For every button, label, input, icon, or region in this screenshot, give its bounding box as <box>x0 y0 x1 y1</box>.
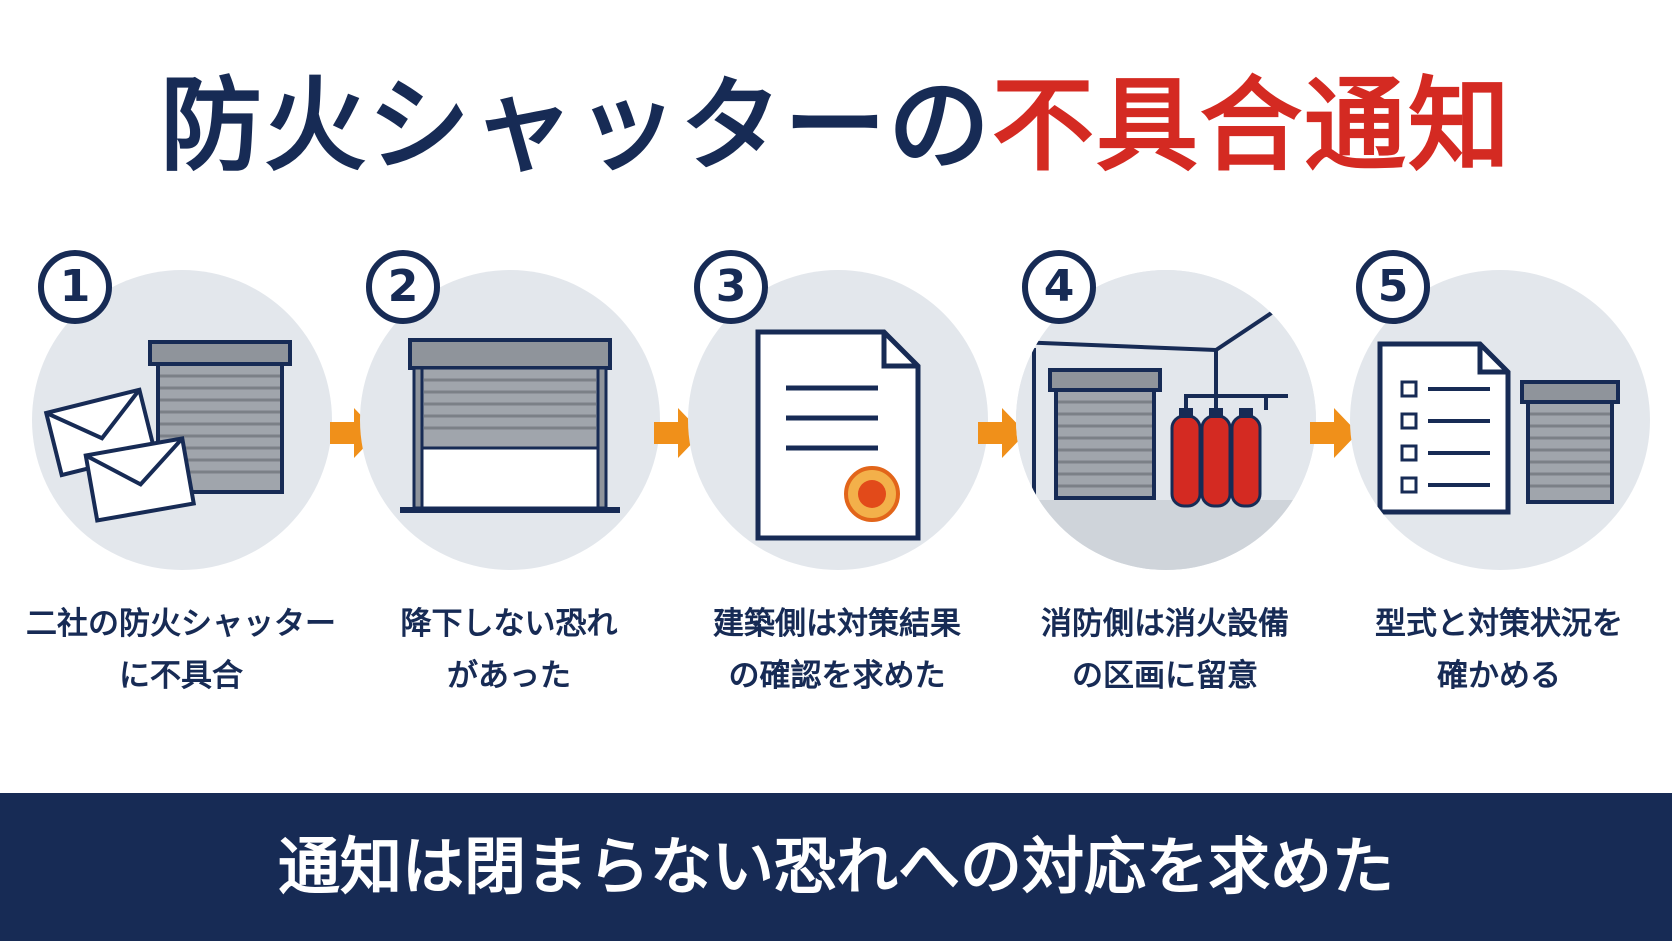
step-4-caption-line2: の区画に留意 <box>1072 658 1258 694</box>
step-3-caption-line2: の確認を求めた <box>728 658 946 694</box>
step-2-caption-line2: があった <box>447 658 571 694</box>
step-3-caption: 建築側は対策結果 の確認を求めた <box>672 598 1002 702</box>
step-5-caption-line1: 型式と対策状況を <box>1375 606 1623 642</box>
summary-banner: 通知は閉まらない恐れへの対応を求めた <box>0 793 1672 941</box>
step-4-caption: 消防側は消火設備 の区画に留意 <box>1000 598 1330 702</box>
step-1-caption-line2: に不具合 <box>119 658 243 694</box>
certificate-document-icon <box>755 329 921 541</box>
step-5-badge: 5 <box>1356 250 1430 324</box>
step-1-caption-line1: 二社の防火シャッター <box>26 606 336 642</box>
arrow-4-5 <box>1310 408 1358 458</box>
step-5: 5 型式と対策状況を 確かめる <box>1334 250 1664 710</box>
step-1-caption: 二社の防火シャッター に不具合 <box>16 598 346 702</box>
step-2-caption: 降下しない恐れ があった <box>344 598 674 702</box>
title-part-red: 不具合通知 <box>992 67 1512 186</box>
step-4-caption-line1: 消防側は消火設備 <box>1041 606 1289 642</box>
step-2-caption-line1: 降下しない恐れ <box>400 606 618 642</box>
step-3-caption-line1: 建築側は対策結果 <box>713 606 961 642</box>
step-3-circle <box>688 270 988 570</box>
title-part-navy: 防火シャッターの <box>160 67 992 186</box>
checklist-shutter-icon <box>1377 341 1620 515</box>
step-4: 4 消防側は消火設備 の区画に留意 <box>1000 250 1330 710</box>
step-4-badge: 4 <box>1022 250 1096 324</box>
step-3: 3 建築側は対策結果 の確認を求めた <box>672 250 1002 710</box>
step-1-circle <box>32 270 332 570</box>
step-2: 2 降下しない恐れ があった <box>344 250 674 710</box>
arrow-3-4 <box>978 408 1026 458</box>
page-title: 防火シャッターの不具合通知 <box>0 62 1672 192</box>
step-5-caption: 型式と対策状況を 確かめる <box>1334 598 1664 702</box>
step-2-badge: 2 <box>366 250 440 324</box>
step-1: 1 二社の防火シャッター に不具合 <box>16 250 346 710</box>
envelopes-shutter-icon <box>43 340 292 523</box>
step-5-caption-line2: 確かめる <box>1437 658 1561 694</box>
step-1-badge: 1 <box>38 250 112 324</box>
fire-extinguisher-room-icon <box>1016 270 1316 570</box>
step-3-badge: 3 <box>694 250 768 324</box>
half-open-shutter-icon <box>400 338 620 513</box>
